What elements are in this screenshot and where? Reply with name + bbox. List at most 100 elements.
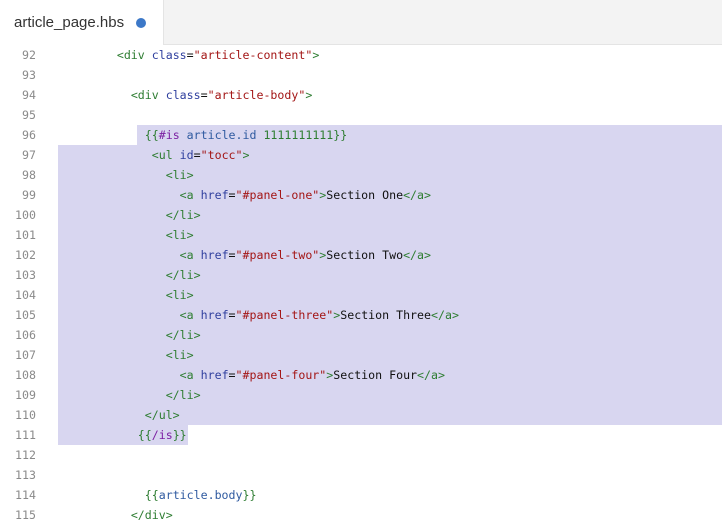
token-hb: {{ xyxy=(144,128,159,142)
token-attr: class xyxy=(165,88,201,102)
line-number: 96 xyxy=(22,128,36,142)
code-line[interactable]: 101 <li> xyxy=(0,225,722,245)
token-tag: <a xyxy=(179,188,201,202)
code-line[interactable]: 109 </li> xyxy=(0,385,722,405)
code-line[interactable]: 99 <a href="#panel-one">Section One</a> xyxy=(0,185,722,205)
line-number: 98 xyxy=(22,168,36,182)
token-txt: = xyxy=(193,148,201,162)
selection-highlight xyxy=(58,245,722,265)
token-str: "article-body" xyxy=(207,88,306,102)
code-line[interactable]: 92 <div class="article-content"> xyxy=(0,45,722,65)
code-text: </ul> xyxy=(61,405,180,425)
code-text: <li> xyxy=(61,285,194,305)
token-str: "#panel-three" xyxy=(235,308,334,322)
line-number: 110 xyxy=(15,408,36,422)
token-tag: <div xyxy=(116,48,152,62)
line-number: 92 xyxy=(22,48,36,62)
token-txt xyxy=(61,388,166,402)
selection-highlight xyxy=(58,385,722,405)
token-attr: class xyxy=(151,48,187,62)
code-line[interactable]: 107 <li> xyxy=(0,345,722,365)
token-txt: = xyxy=(228,248,236,262)
line-number: 105 xyxy=(15,308,36,322)
token-txt xyxy=(61,148,152,162)
unsaved-dot-icon[interactable] xyxy=(136,17,147,28)
token-txt xyxy=(61,48,117,62)
token-txt xyxy=(61,208,166,222)
token-txt: = xyxy=(200,88,208,102)
line-number: 99 xyxy=(22,188,36,202)
code-text: {{#is article.id 1111111111}} xyxy=(61,125,347,145)
token-kw: /is xyxy=(151,428,173,442)
code-line[interactable]: 100 </li> xyxy=(0,205,722,225)
token-txt: Section Two xyxy=(326,248,404,262)
line-number: 108 xyxy=(15,368,36,382)
code-line[interactable]: 105 <a href="#panel-three">Section Three… xyxy=(0,305,722,325)
code-line[interactable]: 104 <li> xyxy=(0,285,722,305)
token-tag: > xyxy=(242,148,250,162)
selection-highlight xyxy=(58,165,722,185)
token-tag: > xyxy=(326,368,334,382)
code-text: </li> xyxy=(61,385,201,405)
code-line[interactable]: 98 <li> xyxy=(0,165,722,185)
token-str: "tocc" xyxy=(200,148,243,162)
selection-highlight xyxy=(58,145,722,165)
token-tag: </li> xyxy=(165,268,201,282)
code-line[interactable]: 94 <div class="article-body"> xyxy=(0,85,722,105)
selection-highlight xyxy=(137,125,722,145)
line-number: 93 xyxy=(22,68,36,82)
token-txt xyxy=(61,188,180,202)
tab-article-page[interactable]: article_page.hbs xyxy=(0,0,164,45)
code-text: <a href="#panel-four">Section Four</a> xyxy=(61,365,445,385)
token-tag: > xyxy=(333,308,341,322)
token-txt xyxy=(61,268,166,282)
line-number: 95 xyxy=(22,108,36,122)
selection-highlight xyxy=(58,285,722,305)
code-text: </li> xyxy=(61,325,201,345)
line-number: 100 xyxy=(15,208,36,222)
code-line[interactable]: 96 {{#is article.id 1111111111}} xyxy=(0,125,722,145)
token-txt xyxy=(61,348,166,362)
selection-highlight xyxy=(58,225,722,245)
line-number: 106 xyxy=(15,328,36,342)
code-line[interactable]: 113 xyxy=(0,465,722,485)
selection-highlight xyxy=(58,425,188,445)
code-line[interactable]: 102 <a href="#panel-two">Section Two</a> xyxy=(0,245,722,265)
code-text: <li> xyxy=(61,345,194,365)
token-str: "#panel-one" xyxy=(235,188,320,202)
tab-bar: article_page.hbs xyxy=(0,0,722,45)
code-line[interactable]: 95 xyxy=(0,105,722,125)
token-tag: <a xyxy=(179,248,201,262)
code-line[interactable]: 111 {{/is}} xyxy=(0,425,722,445)
code-line[interactable]: 115 </div> xyxy=(0,505,722,525)
token-txt: Section One xyxy=(326,188,404,202)
token-kw: #is xyxy=(158,128,180,142)
selection-highlight xyxy=(58,305,722,325)
code-text: <div class="article-content"> xyxy=(61,45,319,65)
code-line[interactable]: 106 </li> xyxy=(0,325,722,345)
token-tag: </li> xyxy=(165,208,201,222)
selection-highlight xyxy=(58,345,722,365)
line-number: 104 xyxy=(15,288,36,302)
selection-highlight xyxy=(58,205,722,225)
code-line[interactable]: 97 <ul id="tocc"> xyxy=(0,145,722,165)
token-str: "#panel-two" xyxy=(235,248,320,262)
token-tag: > xyxy=(312,48,320,62)
token-str: "article-content" xyxy=(193,48,313,62)
code-line[interactable]: 103 </li> xyxy=(0,265,722,285)
token-txt: = xyxy=(228,188,236,202)
token-var: article.id xyxy=(179,128,264,142)
code-line[interactable]: 108 <a href="#panel-four">Section Four</… xyxy=(0,365,722,385)
code-line[interactable]: 114 {{article.body}} xyxy=(0,485,722,505)
line-number: 112 xyxy=(15,448,36,462)
token-var: article.body xyxy=(158,488,243,502)
code-line[interactable]: 112 xyxy=(0,445,722,465)
token-txt: = xyxy=(228,368,236,382)
token-tag: <a xyxy=(179,368,201,382)
line-number: 103 xyxy=(15,268,36,282)
line-number: 107 xyxy=(15,348,36,362)
line-number: 111 xyxy=(15,428,36,442)
code-line[interactable]: 110 </ul> xyxy=(0,405,722,425)
code-line[interactable]: 93 xyxy=(0,65,722,85)
